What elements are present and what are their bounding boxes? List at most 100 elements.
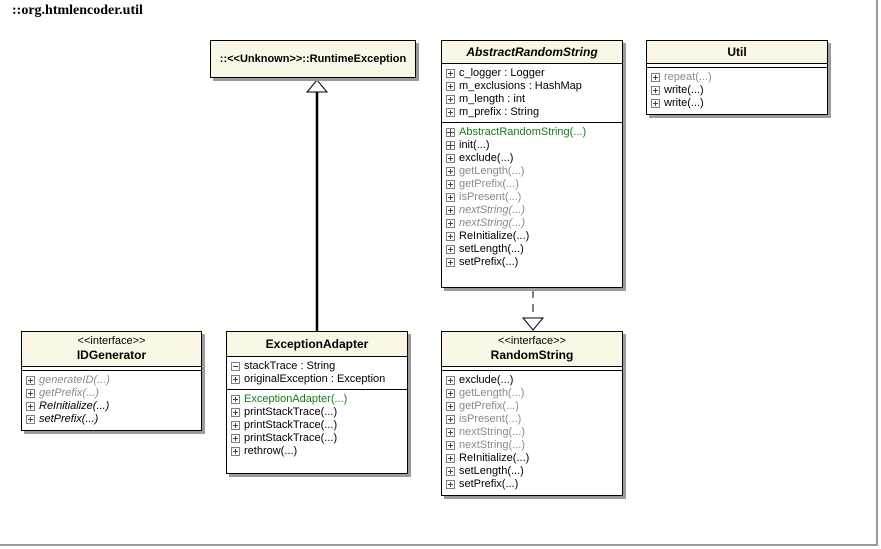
class-name: ::<<Unknown>>::RuntimeException [219,52,407,65]
attribute-row[interactable]: m_prefix : String [446,106,622,119]
operation-row[interactable]: exclude(...) [446,152,622,165]
operation-row[interactable]: nextString(...) [446,217,622,230]
expand-icon[interactable] [446,258,455,267]
expand-icon[interactable] [446,193,455,202]
operation-row[interactable]: ExceptionAdapter(...) [231,393,407,406]
collapse-icon[interactable] [231,362,240,371]
operation-row[interactable]: getPrefix(...) [446,400,622,413]
attribute-row[interactable]: stackTrace : String [231,360,407,373]
operation-row[interactable]: ReInitialize(...) [446,452,622,465]
attribute-row[interactable]: m_length : int [446,93,622,106]
generalization-arrowhead [305,79,329,93]
operation-row[interactable]: setPrefix(...) [446,478,622,491]
expand-icon[interactable] [446,402,455,411]
operation-row[interactable]: write(...) [651,84,827,97]
expand-icon[interactable] [651,86,660,95]
expand-icon[interactable] [446,232,455,241]
constructor-expand-icon[interactable] [446,128,455,137]
operation-label: setLength(...) [459,243,524,255]
operation-label: printStackTrace(...) [244,419,338,431]
expand-icon[interactable] [446,108,455,117]
operation-row[interactable]: setLength(...) [446,465,622,478]
class-util[interactable]: Util repeat(...)write(...)write(...) [646,40,828,115]
attribute-label: m_exclusions : HashMap [459,80,582,92]
class-name: ExceptionAdapter [265,336,369,351]
operation-row[interactable]: write(...) [651,97,827,110]
expand-icon[interactable] [26,376,35,385]
operation-row[interactable]: repeat(...) [651,71,827,84]
operation-row[interactable]: generateID(...) [26,374,201,387]
operation-row[interactable]: nextString(...) [446,426,622,439]
expand-icon[interactable] [446,95,455,104]
expand-icon[interactable] [446,219,455,228]
expand-icon[interactable] [446,454,455,463]
operation-row[interactable]: getLength(...) [446,387,622,400]
operation-row[interactable]: getPrefix(...) [446,178,622,191]
expand-icon[interactable] [231,375,240,384]
expand-icon[interactable] [651,99,660,108]
operation-row[interactable]: rethrow(...) [231,445,407,458]
expand-icon[interactable] [651,73,660,82]
expand-icon[interactable] [446,428,455,437]
operation-row[interactable]: printStackTrace(...) [231,419,407,432]
expand-icon[interactable] [446,154,455,163]
operations-compartment: AbstractRandomString(...)init(...)exclud… [442,122,622,272]
expand-icon[interactable] [446,69,455,78]
attribute-label: stackTrace : String [244,360,336,372]
expand-icon[interactable] [446,82,455,91]
expand-icon[interactable] [446,389,455,398]
operation-row[interactable]: isPresent(...) [446,191,622,204]
operation-row[interactable]: nextString(...) [446,439,622,452]
operation-row[interactable]: setLength(...) [446,243,622,256]
expand-icon[interactable] [231,447,240,456]
operation-row[interactable]: exclude(...) [446,374,622,387]
operation-row[interactable]: setPrefix(...) [26,413,201,426]
operation-row[interactable]: ReInitialize(...) [26,400,201,413]
expand-icon[interactable] [26,389,35,398]
expand-icon[interactable] [26,402,35,411]
class-id-generator[interactable]: <<interface>> IDGenerator generateID(...… [21,331,202,431]
expand-icon[interactable] [446,467,455,476]
expand-icon[interactable] [446,376,455,385]
operation-row[interactable]: init(...) [446,139,622,152]
class-random-string[interactable]: <<interface>> RandomString exclude(...)g… [441,331,623,496]
constructor-expand-icon[interactable] [446,141,455,150]
attribute-row[interactable]: m_exclusions : HashMap [446,80,622,93]
expand-icon[interactable] [231,408,240,417]
attribute-label: m_prefix : String [459,106,540,118]
expand-icon[interactable] [446,441,455,450]
attribute-label: originalException : Exception [244,373,386,385]
operation-label: setLength(...) [459,465,524,477]
operation-row[interactable]: nextString(...) [446,204,622,217]
operation-row[interactable]: AbstractRandomString(...) [446,126,622,139]
operation-row[interactable]: printStackTrace(...) [231,432,407,445]
expand-icon[interactable] [446,415,455,424]
expand-icon[interactable] [446,206,455,215]
operation-label: ReInitialize(...) [39,400,110,412]
expand-icon[interactable] [446,245,455,254]
expand-icon[interactable] [446,167,455,176]
operation-label: isPresent(...) [459,191,522,203]
class-name: AbstractRandomString [466,44,598,59]
expand-icon[interactable] [231,434,240,443]
expand-icon[interactable] [26,415,35,424]
class-runtime-exception[interactable]: ::<<Unknown>>::RuntimeException [210,40,416,78]
operation-row[interactable]: getPrefix(...) [26,387,201,400]
operation-row[interactable]: isPresent(...) [446,413,622,426]
operation-label: rethrow(...) [244,445,298,457]
expand-icon[interactable] [231,395,240,404]
operation-row[interactable]: getLength(...) [446,165,622,178]
operation-row[interactable]: printStackTrace(...) [231,406,407,419]
operation-row[interactable]: setPrefix(...) [446,256,622,269]
attribute-row[interactable]: originalException : Exception [231,373,407,386]
expand-icon[interactable] [446,180,455,189]
operation-label: getLength(...) [459,387,525,399]
attribute-row[interactable]: c_logger : Logger [446,67,622,80]
expand-icon[interactable] [231,421,240,430]
operation-row[interactable]: ReInitialize(...) [446,230,622,243]
expand-icon[interactable] [446,480,455,489]
